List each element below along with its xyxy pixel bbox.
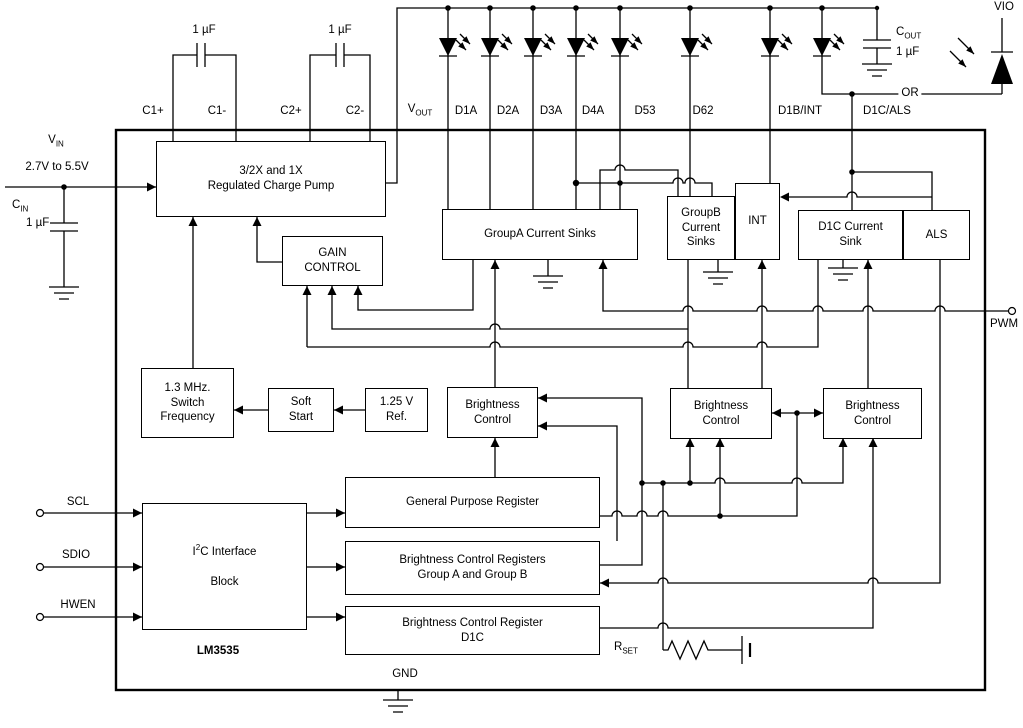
led-symbol bbox=[681, 33, 713, 57]
block-brightness-control-d1c: Brightness Control bbox=[823, 388, 922, 439]
block-bcr-group-ab: Brightness Control Registers Group A and… bbox=[345, 541, 600, 595]
wires bbox=[5, 7, 1013, 713]
led-symbol bbox=[524, 33, 556, 57]
pin-label-d1c-als: D1C/ALS bbox=[863, 105, 911, 117]
led-symbol bbox=[481, 33, 513, 57]
block-i2c-interface: I2C Interface Block bbox=[142, 503, 307, 630]
block-gain-control: GAIN CONTROL bbox=[282, 236, 383, 286]
pwm-terminal bbox=[1007, 306, 1017, 316]
arrowheads bbox=[133, 182, 878, 622]
rset-label: RSET bbox=[614, 641, 638, 656]
cin-value-label: 1 µF bbox=[26, 217, 50, 229]
vin-pin-label: VIN bbox=[48, 134, 64, 149]
pin-label-c1p: C1+ bbox=[142, 105, 164, 117]
led-array bbox=[439, 33, 845, 57]
block-switch-frequency: 1.3 MHz. Switch Frequency bbox=[141, 368, 234, 438]
cout-value-label: 1 µF bbox=[896, 46, 920, 58]
led-symbol bbox=[439, 33, 471, 57]
photodiode-symbol bbox=[949, 37, 1013, 84]
pin-label-d2a: D2A bbox=[496, 105, 520, 117]
c2-value-label: 1 µF bbox=[328, 24, 352, 36]
part-number-label: LM3535 bbox=[196, 645, 240, 657]
scl-terminal bbox=[35, 508, 45, 518]
block-brightness-control-b: Brightness Control bbox=[670, 388, 772, 439]
scl-pin-label: SCL bbox=[66, 496, 90, 508]
led-symbol bbox=[761, 33, 793, 57]
pin-label-d53: D53 bbox=[634, 105, 656, 117]
battery-symbol bbox=[741, 636, 752, 664]
pin-label-c2p: C2+ bbox=[280, 105, 302, 117]
led-symbol bbox=[611, 33, 643, 57]
block-als: ALS bbox=[903, 210, 970, 260]
terminals bbox=[35, 306, 1017, 622]
block-d1c-current-sink: D1C Current Sink bbox=[798, 210, 903, 260]
block-general-purpose-register: General Purpose Register bbox=[345, 477, 600, 528]
block-vref: 1.25 V Ref. bbox=[365, 388, 428, 432]
block-groupa-current-sinks: GroupA Current Sinks bbox=[442, 209, 638, 260]
block-groupb-current-sinks: GroupB Current Sinks bbox=[667, 196, 735, 260]
hwen-terminal bbox=[35, 612, 45, 622]
led-symbol bbox=[567, 33, 599, 57]
hwen-pin-label: HWEN bbox=[60, 599, 96, 611]
pin-label-c2m: C2- bbox=[345, 105, 365, 117]
block-bcr-d1c: Brightness Control Register D1C bbox=[345, 606, 600, 655]
pin-label-d1b-int: D1B/INT bbox=[777, 105, 823, 117]
pwm-pin-label: PWM bbox=[990, 318, 1019, 330]
rset-resistor-symbol bbox=[663, 639, 742, 661]
block-brightness-control-a: Brightness Control bbox=[447, 387, 538, 438]
block-charge-pump: 3/2X and 1X Regulated Charge Pump bbox=[156, 141, 386, 217]
chip-outline bbox=[114, 128, 987, 692]
gnd-pin-label: GND bbox=[392, 668, 418, 680]
sdio-pin-label: SDIO bbox=[61, 549, 91, 561]
block-soft-start: Soft Start bbox=[268, 388, 334, 432]
led-symbol bbox=[813, 33, 845, 57]
block-int: INT bbox=[735, 183, 780, 260]
or-label: OR bbox=[898, 87, 922, 99]
pin-label-d3a: D3A bbox=[539, 105, 563, 117]
sdio-terminal bbox=[35, 562, 45, 572]
vin-range-label: 2.7V to 5.5V bbox=[25, 161, 89, 173]
pin-label-c1m: C1- bbox=[207, 105, 227, 117]
pin-label-d62: D62 bbox=[692, 105, 714, 117]
vio-label: VIO bbox=[994, 1, 1014, 13]
junction-dots bbox=[61, 5, 880, 519]
pin-label-d4a: D4A bbox=[581, 105, 605, 117]
cin-label: CIN bbox=[12, 199, 29, 214]
c1-value-label: 1 µF bbox=[192, 24, 216, 36]
pin-label-vout: VOUT bbox=[407, 103, 433, 118]
pin-label-d1a: D1A bbox=[454, 105, 478, 117]
cout-label: COUT bbox=[896, 26, 922, 41]
